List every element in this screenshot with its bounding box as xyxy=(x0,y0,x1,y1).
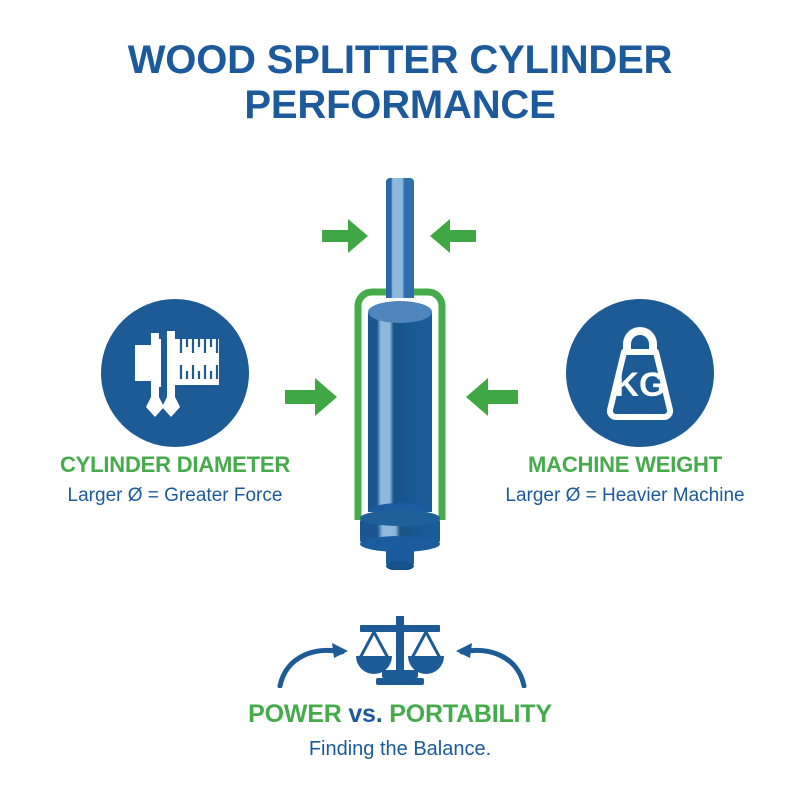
page-title-line-2: PERFORMANCE xyxy=(244,83,556,128)
curved-arrow-right xyxy=(456,643,527,688)
cylinder-barrel xyxy=(368,312,432,512)
machine-weight-heading: MACHINE WEIGHT xyxy=(528,452,722,477)
machine-weight-subtext: Larger Ø = Heavier Machine xyxy=(505,485,745,506)
arrow-mid-left xyxy=(285,378,337,416)
cylinder-diameter-heading: CYLINDER DIAMETER xyxy=(59,452,291,477)
arrow-top-left xyxy=(322,219,368,253)
cylinder-rod xyxy=(386,178,414,322)
heading-power: POWER xyxy=(248,700,349,728)
arrow-top-right xyxy=(430,219,476,253)
page-title: WOOD SPLITTER CYLINDER PERFORMANCE xyxy=(0,38,800,128)
arrow-mid-right xyxy=(466,378,518,416)
weight-kg-icon: KG xyxy=(606,327,674,420)
machine-weight-icon-badge: KG xyxy=(566,299,714,447)
hydraulic-cylinder-illustration xyxy=(300,160,500,571)
cylinder-base xyxy=(360,510,440,571)
heading-portability: PORTABILITY xyxy=(382,700,552,728)
green-diameter-bracket xyxy=(354,288,446,520)
power-vs-portability-subtext: Finding the Balance. xyxy=(308,738,492,760)
power-vs-portability-block: POWER vs. PORTABILITY Finding the Balanc… xyxy=(0,700,800,761)
cylinder-diameter-subtext: Larger Ø = Greater Force xyxy=(67,485,283,506)
cylinder-barrel-top xyxy=(368,301,432,323)
page-title-line-1: WOOD SPLITTER CYLINDER xyxy=(127,38,673,82)
balance-scale-icon xyxy=(356,616,444,685)
heading-vs: vs. xyxy=(348,700,383,728)
cylinder-svg xyxy=(354,178,446,571)
cylinder-diameter-label-block: CYLINDER DIAMETER Larger Ø = Greater For… xyxy=(10,452,340,507)
curved-arrow-left xyxy=(277,643,348,688)
caliper-icon xyxy=(135,331,219,417)
cylinder-diameter-icon-badge xyxy=(101,299,249,447)
power-vs-portability-heading: POWER vs. PORTABILITY xyxy=(0,700,800,729)
weight-icon-label: KG xyxy=(615,366,666,404)
machine-weight-label-block: MACHINE WEIGHT Larger Ø = Heavier Machin… xyxy=(460,452,790,507)
